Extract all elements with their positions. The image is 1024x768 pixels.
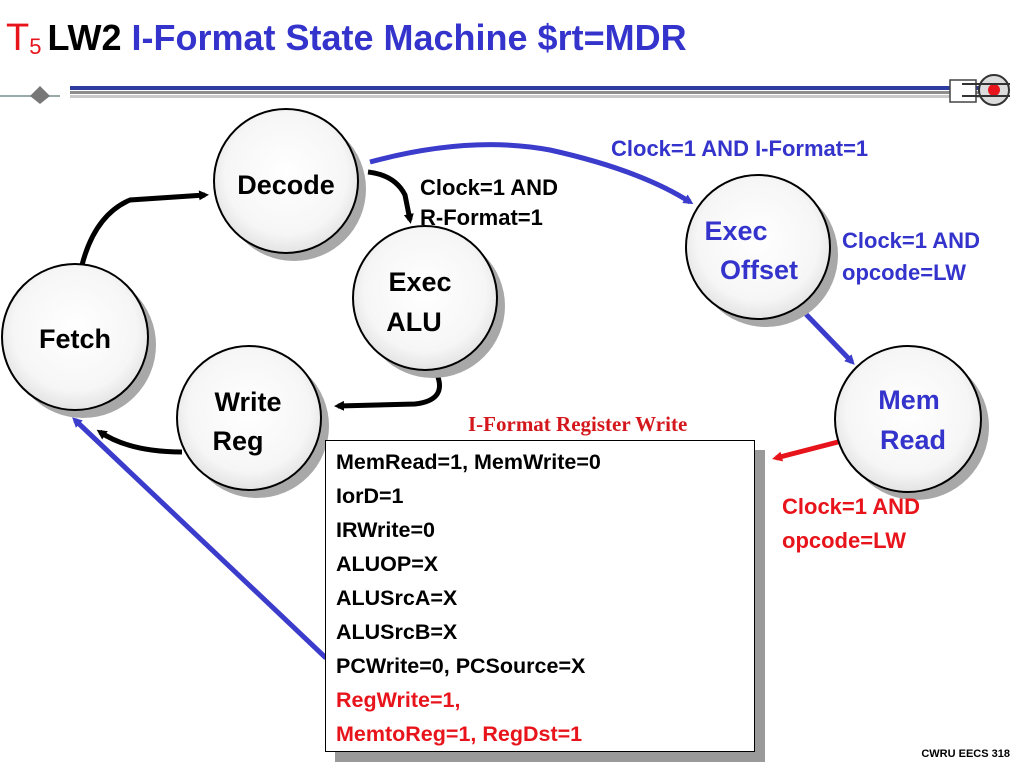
arrow-decode-execalu	[367, 169, 414, 224]
signal-line: IRWrite=0	[336, 518, 435, 542]
arrow-memread-box	[772, 439, 839, 462]
condition-iformat: Clock=1 AND I-Format=1	[611, 136, 868, 161]
arrow-decode-execoffset	[369, 142, 694, 205]
signal-line: MemRead=1, MemWrite=0	[336, 450, 601, 474]
title-lw: LW2	[47, 17, 122, 58]
condition-lw-offset-line1: Clock=1 AND	[842, 228, 980, 253]
starship-icon	[30, 86, 50, 104]
state-fetch-label: Fetch	[39, 324, 111, 354]
title-t: T5	[6, 17, 42, 59]
control-signals-box: MemRead=1, MemWrite=0 IorD=1 IRWrite=0 A…	[325, 440, 755, 752]
svg-text:Exec: Exec	[704, 216, 767, 246]
arrow-box-fetch	[72, 417, 328, 660]
signal-line: ALUSrcA=X	[336, 586, 458, 610]
header-rule	[0, 74, 1010, 106]
control-signal-list: MemRead=1, MemWrite=0 IorD=1 IRWrite=0 A…	[336, 445, 601, 751]
condition-lw-mem-line1: Clock=1 AND	[782, 494, 920, 519]
svg-text:Offset: Offset	[720, 255, 798, 285]
state-fetch: Fetch	[1, 263, 156, 418]
footer: CWRU EECS 318	[921, 748, 1010, 760]
state-write-reg: Write Reg	[176, 345, 329, 498]
enterprise-icon	[949, 74, 1010, 106]
condition-lw-offset-line2: opcode=LW	[842, 260, 966, 285]
signal-line: PCWrite=0, PCSource=X	[336, 654, 586, 678]
arrow-fetch-decode	[79, 190, 209, 266]
condition-rformat-line1: Clock=1 AND	[420, 175, 558, 200]
svg-text:Read: Read	[880, 425, 946, 455]
condition-rformat-line2: R-Format=1	[420, 205, 543, 230]
state-mem-read: Mem Read	[834, 345, 989, 500]
condition-lw-mem-line2: opcode=LW	[782, 528, 906, 553]
signal-line-highlight: RegWrite=1,	[336, 688, 461, 712]
state-decode: Decode	[213, 108, 366, 261]
state-exec-offset: Exec Offset	[685, 174, 838, 327]
svg-text:Reg: Reg	[212, 426, 263, 456]
arrow-writereg-fetch	[96, 429, 183, 455]
svg-text:ALU: ALU	[386, 307, 442, 337]
state-exec-alu: Exec ALU	[352, 225, 505, 378]
signal-line-highlight: MemtoReg=1, RegDst=1	[336, 722, 583, 746]
title-main: I-Format State Machine $rt=MDR	[131, 17, 687, 58]
svg-text:Exec: Exec	[388, 267, 451, 297]
svg-text:Mem: Mem	[878, 385, 940, 415]
signal-line: IorD=1	[336, 484, 404, 508]
signal-line: ALUOP=X	[336, 552, 439, 576]
svg-text:Write: Write	[214, 387, 281, 417]
state-decode-label: Decode	[237, 170, 335, 200]
signal-line: ALUSrcB=X	[336, 620, 458, 644]
box-title: I-Format Register Write	[468, 412, 688, 436]
arrow-execoffset-memread	[798, 306, 855, 365]
